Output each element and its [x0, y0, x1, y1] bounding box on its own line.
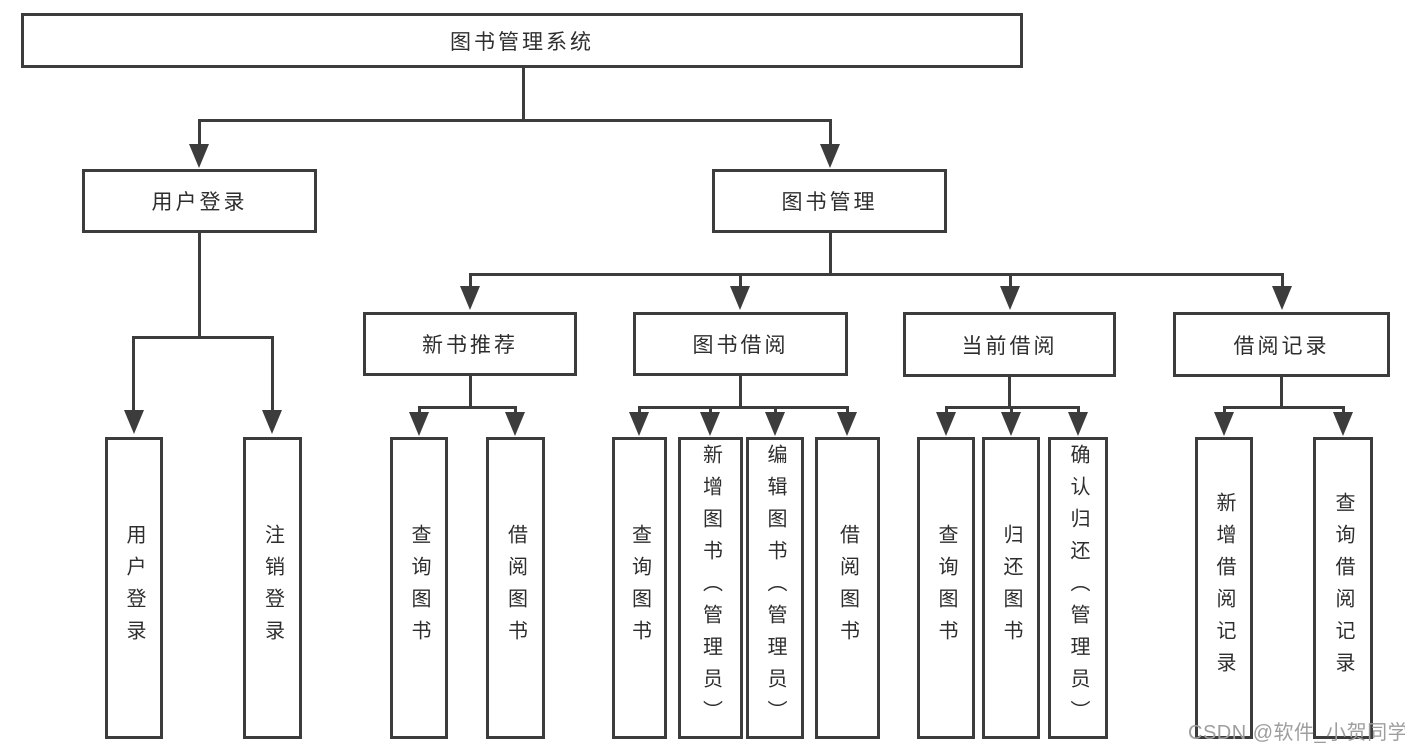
leaf-borrow-query-books: 查询图书 [612, 437, 667, 739]
arrowhead-down [765, 412, 785, 436]
arrowhead-down [1068, 412, 1088, 436]
connector-level3-rail [470, 273, 1283, 276]
connector-line [418, 406, 421, 416]
arrowhead-down [1272, 286, 1292, 310]
connector-rail [1223, 406, 1344, 409]
leaf-add-borrow-record: 新增借阅记录 [1195, 437, 1253, 739]
arrowhead-down [262, 410, 282, 434]
connector-stem [1280, 377, 1283, 408]
connector-line [829, 119, 832, 148]
connector-line [514, 406, 517, 416]
arrowhead-down [629, 412, 649, 436]
connector-line [271, 336, 274, 414]
arrowhead-down [936, 412, 956, 436]
connector-line [638, 406, 641, 416]
node-new-book-recommend: 新书推荐 [363, 312, 577, 376]
leaf-query-borrow-record: 查询借阅记录 [1313, 437, 1373, 739]
connector-rail [418, 406, 517, 409]
arrowhead-down [1000, 286, 1020, 310]
arrowhead-down [837, 412, 857, 436]
connector-line [774, 406, 777, 416]
connector-stem [1008, 377, 1011, 409]
connector-stem [739, 376, 742, 409]
arrowhead-down [460, 286, 480, 310]
connector-root-stem [522, 68, 525, 121]
leaf-borrow-books: 借阅图书 [815, 437, 880, 739]
node-book-mgmt: 图书管理 [712, 169, 947, 233]
connector-line [1009, 273, 1012, 290]
leaf-confirm-return-admin: 确认归还（管理员） [1048, 437, 1108, 739]
arrowhead-down [189, 144, 209, 168]
leaf-logout: 注销登录 [243, 437, 302, 739]
connector-line [1342, 406, 1345, 416]
leaf-edit-books-admin: 编辑图书（管理员） [746, 437, 804, 739]
connector-line [945, 406, 948, 416]
connector-line [709, 406, 712, 416]
arrowhead-down [1333, 412, 1353, 436]
node-user-login: 用户登录 [82, 169, 317, 233]
connector-line [132, 336, 135, 414]
arrowhead-down [505, 412, 525, 436]
leaf-recommend-query-books: 查询图书 [390, 437, 448, 739]
node-borrow-records: 借阅记录 [1173, 312, 1390, 377]
leaf-recommend-borrow-books: 借阅图书 [486, 437, 545, 739]
connector-line [198, 119, 201, 148]
node-book-borrow: 图书借阅 [633, 312, 848, 376]
connector-line [739, 273, 742, 290]
arrowhead-down [730, 286, 750, 310]
connector-line [1281, 273, 1284, 290]
leaf-return-books: 归还图书 [982, 437, 1040, 739]
connector-line [1077, 406, 1080, 416]
arrowhead-down [409, 412, 429, 436]
arrowhead-down [1001, 412, 1021, 436]
arrowhead-down [124, 410, 144, 434]
leaf-current-query-books: 查询图书 [917, 437, 975, 739]
connector-user-login-rail [133, 336, 274, 339]
connector-user-login-stem [198, 233, 201, 337]
leaf-add-books-admin: 新增图书（管理员） [678, 437, 743, 739]
connector-line [469, 273, 472, 290]
connector-line [1223, 406, 1226, 416]
connector-line [1010, 406, 1013, 416]
connector-level1-rail [198, 119, 832, 122]
arrowhead-down [700, 412, 720, 436]
node-current-borrow: 当前借阅 [903, 312, 1116, 377]
leaf-user-login: 用户登录 [105, 437, 163, 739]
csdn-watermark: CSDN @软件_小贺同学 [1188, 722, 1405, 744]
arrowhead-down [1214, 412, 1234, 436]
connector-stem [469, 376, 472, 409]
arrowhead-down [820, 144, 840, 168]
node-root: 图书管理系统 [21, 13, 1023, 68]
connector-rail [638, 406, 848, 409]
connector-line [846, 406, 849, 416]
connector-book-mgmt-stem [829, 233, 832, 276]
